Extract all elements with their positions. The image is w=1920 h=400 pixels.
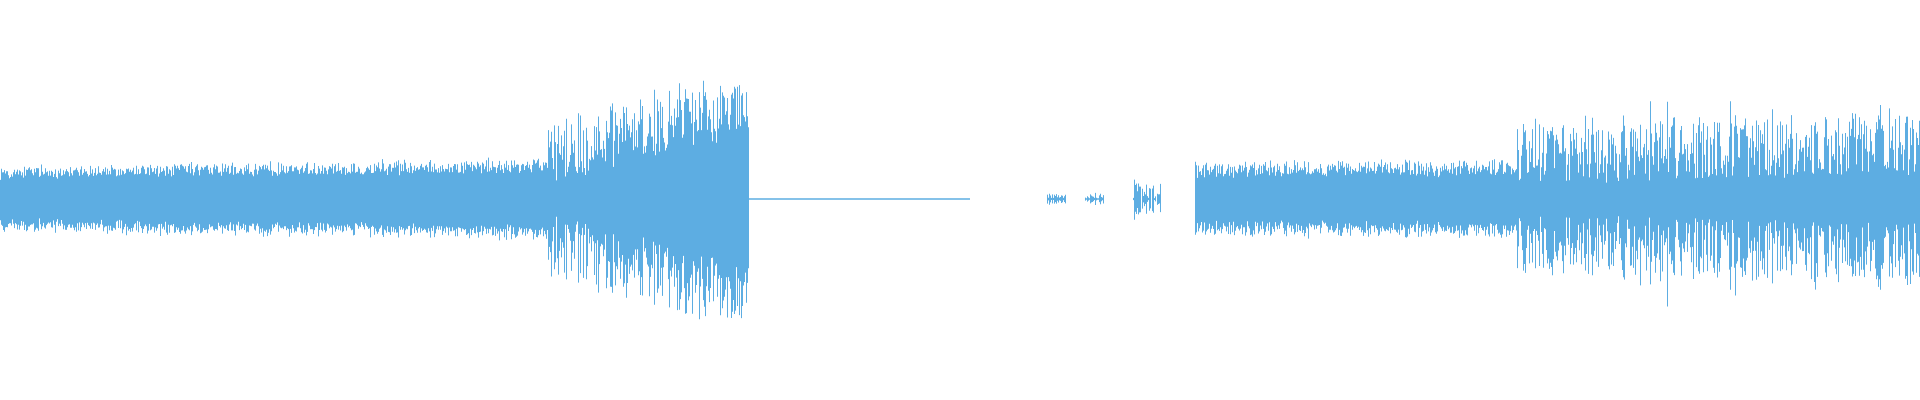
waveform-path bbox=[0, 80, 1920, 320]
